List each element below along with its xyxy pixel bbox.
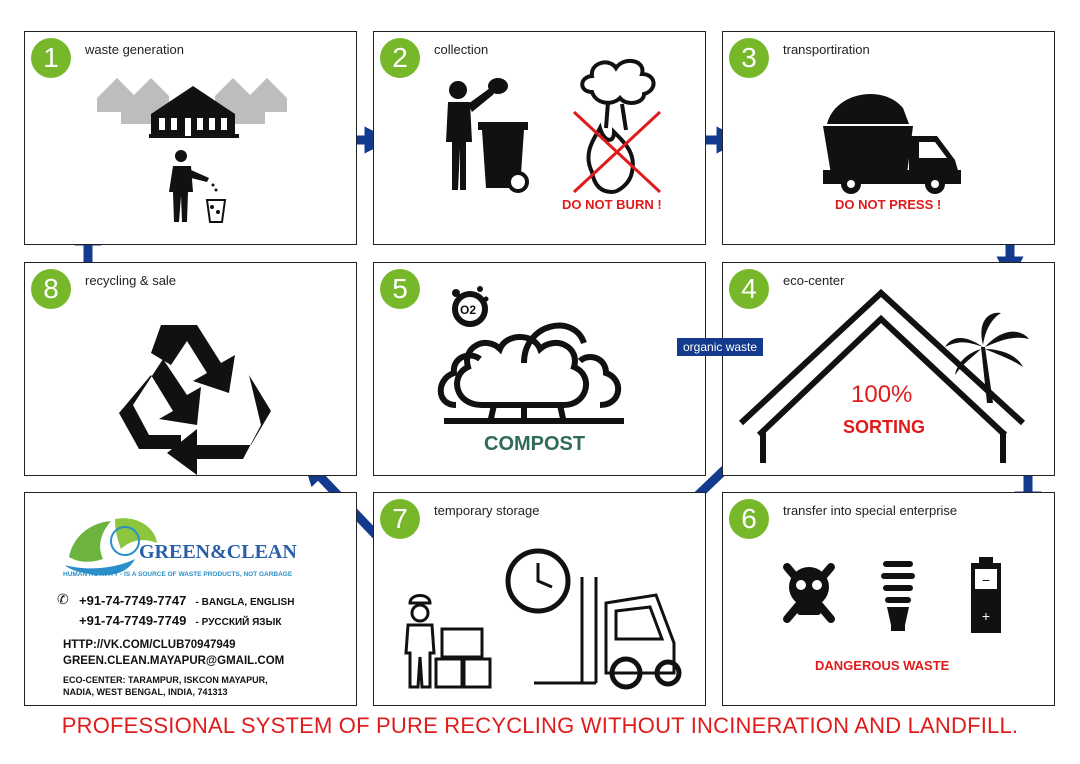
step-number: 2	[380, 38, 420, 78]
light-bulb-icon	[881, 561, 915, 631]
hazard-icons: − +	[783, 557, 1001, 633]
email-link[interactable]: GREEN.CLEAN.MAYAPUR@GMAIL.COM	[63, 655, 285, 667]
panel-waste-generation: 1 waste generation	[24, 31, 357, 245]
panel-collection: 2 collection DO NOT BURN !	[373, 31, 706, 245]
phone-1: +91-74-7749-7747 - BANGLA, ENGLISH	[79, 593, 294, 608]
phone-2-language: - РУССКИЙ ЯЗЫК	[195, 617, 282, 628]
panel-recycling-and-sale: 8 recycling & sale	[24, 262, 357, 476]
panel-temporary-storage: 7 temporary storage	[373, 492, 706, 706]
panel-contact: GREEN&CLEAN HUMAN ACTIVITY - IS A SOURCE…	[24, 492, 357, 706]
step-number: 4	[729, 269, 769, 309]
step-number: 1	[31, 38, 71, 78]
warning-label: DO NOT PRESS !	[835, 197, 942, 212]
phone-1-number: +91-74-7749-7747	[79, 593, 187, 608]
step-number: 7	[380, 499, 420, 539]
trash-bin-and-no-burn-icon	[446, 58, 662, 195]
panel-special-enterprise: 6 transfer into special enterprise − + D…	[722, 492, 1055, 706]
step-number: 6	[729, 499, 769, 539]
phone-2-number: +91-74-7749-7749	[79, 613, 187, 628]
hand-leaves-logo-icon	[65, 518, 157, 576]
step-title: eco-center	[783, 273, 845, 288]
website-link[interactable]: HTTP://VK.COM/CLUB70947949	[63, 639, 236, 651]
sorting-label: SORTING	[843, 417, 926, 437]
step-title: waste generation	[85, 42, 185, 57]
phone-icon: ✆	[57, 591, 69, 607]
sorting-percent: 100%	[851, 381, 913, 408]
address-line-1: ECO-CENTER: TARAMPUR, ISKCON MAYAPUR,	[63, 675, 268, 685]
panel-transportation: 3 transportiration DO NOT PRESS !	[722, 31, 1055, 245]
o2-label: O2	[460, 303, 477, 317]
step-title: recycling & sale	[85, 273, 177, 288]
battery-icon: − +	[971, 557, 1001, 633]
dump-truck-icon	[823, 94, 961, 194]
footer-slogan: PROFESSIONAL SYSTEM OF PURE RECYCLING WI…	[61, 713, 1019, 738]
step-title: transportiration	[783, 42, 870, 57]
step-title: transfer into special enterprise	[783, 503, 958, 518]
trees-icon	[437, 286, 624, 424]
brand-tagline: HUMAN ACTIVITY - IS A SOURCE OF WASTE PR…	[63, 571, 293, 578]
recycle-icon	[119, 325, 271, 475]
svg-text:−: −	[982, 572, 990, 588]
panel-compost: 5 O2 COMPOST	[373, 262, 706, 476]
svg-text:+: +	[982, 608, 990, 624]
step-title: temporary storage	[434, 503, 540, 518]
step-number: 3	[729, 38, 769, 78]
address-line-2: NADIA, WEST BENGAL, INDIA, 741313	[63, 687, 228, 697]
step-title: collection	[434, 42, 489, 57]
phone-2: +91-74-7749-7749 - РУССКИЙ ЯЗЫК	[79, 613, 281, 628]
warning-label: DO NOT BURN !	[562, 197, 662, 212]
phone-1-language: - BANGLA, ENGLISH	[195, 597, 295, 608]
step-number: 8	[31, 269, 71, 309]
compost-label: COMPOST	[484, 433, 586, 455]
brand-name: GREEN&CLEAN	[139, 541, 297, 563]
worker-forklift-clock-icon	[404, 548, 682, 690]
organic-waste-arrow-label: organic waste	[677, 338, 764, 356]
skull-crossbones-icon	[783, 563, 835, 623]
warning-label: DANGEROUS WASTE	[815, 658, 950, 673]
houses-and-person-icon	[97, 78, 287, 223]
step-number: 5	[380, 269, 420, 309]
panel-eco-center: 4 eco-center 100% SORTING	[722, 262, 1055, 476]
eco-center-house-icon	[738, 288, 1029, 463]
